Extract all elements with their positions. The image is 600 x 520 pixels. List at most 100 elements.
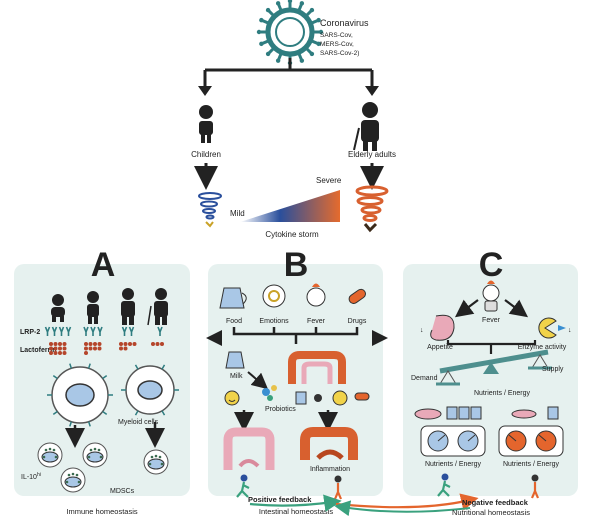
mdsc-granule xyxy=(77,480,81,484)
panel-b-caption: Intestinal homeostasis xyxy=(259,507,333,516)
happy-face-icon xyxy=(224,390,240,406)
mdsc-granule xyxy=(42,455,46,459)
virus-label: Coronavirus xyxy=(320,18,369,28)
lactoferrin-dot xyxy=(84,351,88,355)
enzyme-pacman-icon xyxy=(538,317,566,339)
virus-spike-tip xyxy=(309,51,315,57)
mdsc-granule xyxy=(154,454,158,458)
supply-label: Supply xyxy=(542,366,564,373)
mdsc-cell-2 xyxy=(82,442,108,468)
severe-label: Severe xyxy=(316,176,342,185)
myeloid-receptor xyxy=(102,410,108,416)
milk-jug-icon xyxy=(225,351,245,369)
myeloid-receptor xyxy=(52,410,58,416)
lrp2-receptor xyxy=(51,326,58,336)
lactoferrin-dot xyxy=(53,351,58,355)
myeloid-receptor xyxy=(52,374,58,380)
lrp2-receptor xyxy=(157,326,163,336)
panel-a-caption: Immune homeostasis xyxy=(66,507,138,516)
mdsc-granule xyxy=(158,455,162,459)
nutrients-right-label: Nutrients / Energy xyxy=(503,461,560,468)
lactoferrin-dots xyxy=(49,342,164,355)
lactoferrin-dot xyxy=(53,342,58,346)
lrp2-receptor xyxy=(83,326,89,336)
lactoferrin-dot xyxy=(123,342,128,346)
lactoferrin-dot xyxy=(62,351,67,355)
mild-tornado-icon xyxy=(198,192,222,228)
lactoferrin-dot xyxy=(160,342,164,346)
walking-person-icon-c xyxy=(530,474,540,499)
stomach-icon xyxy=(430,314,455,341)
lrp2-receptor xyxy=(58,326,65,336)
mdsc-cell-1 xyxy=(37,442,63,468)
age-figures-row xyxy=(51,288,168,326)
lactoferrin-dot xyxy=(62,342,67,346)
appetite-label: Appetite xyxy=(427,344,453,351)
virus-spike-tip xyxy=(275,58,281,63)
lrp2-receptor xyxy=(65,326,72,336)
fever-label-c: Fever xyxy=(482,317,501,324)
gauge-icons-right xyxy=(505,430,557,452)
mdsc-granule xyxy=(65,480,69,484)
muscle-and-energy-row xyxy=(414,406,559,420)
fever-head-icon xyxy=(306,283,326,307)
virus-spike-tip xyxy=(316,41,321,47)
panel-b-letter: B xyxy=(284,246,309,284)
probiotics-icon xyxy=(262,385,277,401)
balance-scale-icon xyxy=(436,349,552,386)
myeloid-receptor xyxy=(161,410,166,416)
virus-spike-tip xyxy=(259,17,264,23)
branch-arrowheads xyxy=(198,86,379,96)
fever-to-enzyme-arrow xyxy=(504,299,529,318)
merge-to-balance-arrow xyxy=(446,340,537,354)
panel-c-caption: Nutritional homeostasis xyxy=(452,508,530,517)
mdsc-granule xyxy=(54,455,58,459)
myeloid-receptor xyxy=(134,410,139,416)
happy-face-mouth xyxy=(228,399,236,402)
lrp2-receptor xyxy=(44,326,51,336)
myeloid-receptor xyxy=(102,374,108,380)
virus-spike-tip xyxy=(299,58,305,63)
panel-a-letter: A xyxy=(91,246,116,284)
mdsc-granule xyxy=(71,472,75,476)
myeloid-receptor xyxy=(87,363,91,369)
emotions-label: Emotions xyxy=(259,318,289,325)
mdsc-granule xyxy=(89,448,93,452)
virus-spike-tip xyxy=(309,7,315,13)
enzyme-down-arrow: ↓ xyxy=(568,327,572,334)
mdsc-granules xyxy=(42,447,164,484)
mdsc-granule xyxy=(44,448,48,452)
lactoferrin-dot xyxy=(58,342,62,346)
drugs-label: Drugs xyxy=(348,318,367,325)
virus-strain-3: SARS-Cov-2) xyxy=(320,50,359,57)
branch-arrow xyxy=(203,58,374,88)
myeloid-label: Myeloid cells xyxy=(118,419,159,426)
elderly-label: Elderly adults xyxy=(348,150,396,159)
milk-label: Milk xyxy=(230,373,243,380)
virus-spike-tip xyxy=(275,1,281,6)
mdsc-granule xyxy=(150,455,154,459)
myeloid-receptor xyxy=(161,364,166,370)
myeloid-receptor xyxy=(69,421,73,427)
lactoferrin-dot xyxy=(151,342,155,346)
positive-feedback-arrow xyxy=(249,494,342,512)
negative-feedback-label: Negative feedback xyxy=(462,498,529,507)
milk-arrow xyxy=(247,371,269,390)
mdscs-label: MDSCs xyxy=(110,488,135,495)
il10-label: IL-10hi xyxy=(21,472,41,481)
lactoferrin-dot xyxy=(123,346,128,351)
lactoferrin-dot xyxy=(119,342,123,346)
virus-spike-tip xyxy=(318,29,324,35)
fever-label-b: Fever xyxy=(307,318,326,325)
nutrients-left-label: Nutrients / Energy xyxy=(425,461,482,468)
cytokine-severity-wedge xyxy=(240,190,340,222)
lactoferrin-dot xyxy=(119,346,123,351)
food-label: Food xyxy=(226,318,242,325)
child-figure-icon xyxy=(87,291,99,324)
myeloid-cell-left xyxy=(51,366,109,424)
inflammation-label: Inflammation xyxy=(310,466,350,473)
myeloid-receptor xyxy=(87,421,91,427)
mdsc-granule xyxy=(75,473,79,477)
